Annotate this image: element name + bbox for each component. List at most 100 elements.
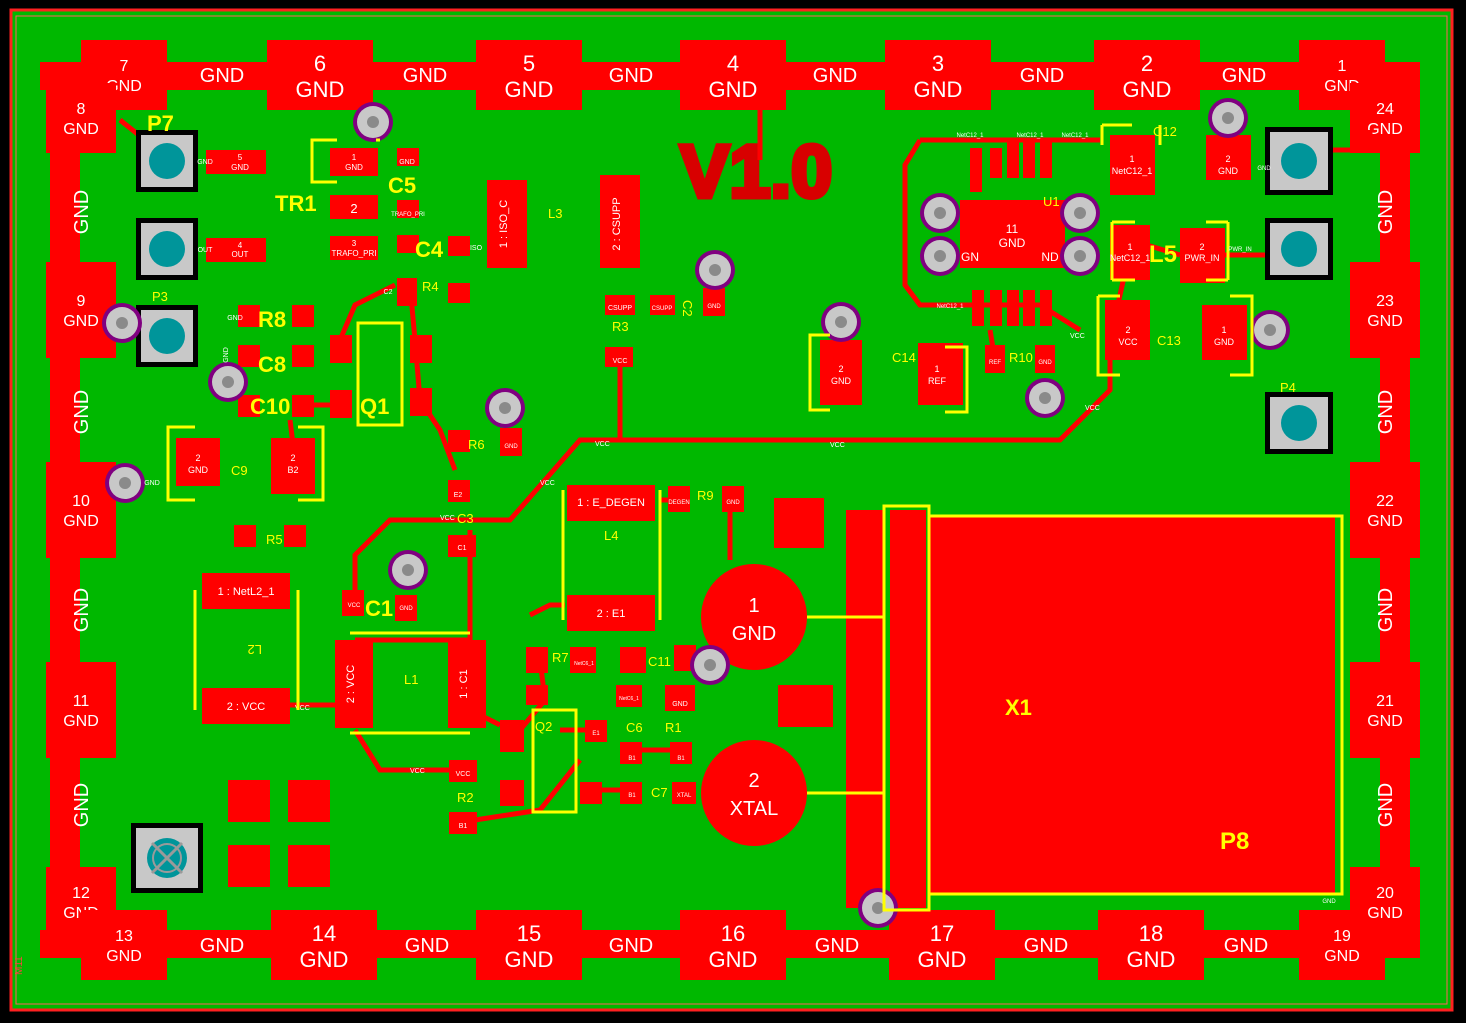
edge-pad-number: 5 — [523, 51, 535, 76]
edge-pad-net: GND — [63, 513, 99, 530]
des-r6: R6 — [468, 437, 485, 452]
edge-pad-number: 7 — [120, 58, 129, 75]
edge-pad-16 — [680, 910, 786, 980]
svg-text:GND: GND — [345, 163, 363, 172]
edge-pad-13 — [81, 910, 167, 980]
edge-pad-net: GND — [505, 77, 554, 102]
via-hole — [402, 564, 414, 576]
svg-text:NetC12_1: NetC12_1 — [1016, 133, 1044, 139]
edge-pad-number: 3 — [932, 51, 944, 76]
edge-pad-number: 20 — [1376, 885, 1394, 902]
svg-text:1: 1 — [934, 364, 939, 374]
xtal-round-pad — [701, 740, 807, 846]
ring-gnd-label: GND — [403, 65, 447, 87]
edge-pad-number: 14 — [312, 921, 336, 946]
des-x1: X1 — [1005, 695, 1032, 720]
gnd-round-pad — [701, 564, 807, 670]
via-hole — [1264, 324, 1276, 336]
edge-pad-group: 1GND2GND3GND4GND5GND6GND7GND8GND9GND10GN… — [46, 40, 1420, 980]
edge-pad-net: GND — [296, 77, 345, 102]
svg-text:1: 1 — [1127, 242, 1132, 252]
ring-gnd-label: GND — [1375, 783, 1397, 827]
svg-text:VCC: VCC — [440, 515, 455, 522]
svg-text:GND: GND — [223, 347, 230, 363]
svg-text:2: 2 — [350, 201, 357, 216]
des-c6: C6 — [626, 720, 643, 735]
svg-text:GND: GND — [999, 236, 1026, 250]
svg-text:B1: B1 — [677, 756, 685, 762]
edge-pad-number: 4 — [727, 51, 739, 76]
svg-text:1: 1 — [748, 595, 759, 617]
svg-text:ISO: ISO — [470, 245, 483, 252]
edge-pad-net: GND — [1123, 77, 1172, 102]
svg-text:GND: GND — [188, 465, 209, 475]
edge-pad-5 — [476, 40, 582, 110]
svg-text:1 : C1: 1 : C1 — [458, 669, 470, 698]
edge-pad-8 — [46, 83, 116, 153]
via-hole — [499, 402, 511, 414]
smd-pads — [176, 135, 1335, 908]
svg-text:1 : E_DEGEN: 1 : E_DEGEN — [577, 497, 645, 509]
via-hole — [1039, 392, 1051, 404]
via-hole — [934, 250, 946, 262]
svg-text:VCC: VCC — [1085, 405, 1100, 412]
svg-text:GND: GND — [732, 623, 776, 645]
svg-text:CSUPP: CSUPP — [652, 306, 673, 312]
edge-pad-23 — [1350, 262, 1420, 358]
des-r1: R1 — [665, 720, 682, 735]
svg-text:OUT: OUT — [198, 247, 214, 254]
edge-pad-21 — [1350, 662, 1420, 758]
svg-text:NetC12_1: NetC12_1 — [1061, 133, 1089, 139]
edge-pad-net: GND — [1324, 948, 1360, 965]
via-hole — [116, 317, 128, 329]
edge-pad-22 — [1350, 462, 1420, 558]
edge-pad-number: 12 — [72, 885, 90, 902]
svg-text:TRAFO_PRI: TRAFO_PRI — [332, 249, 377, 258]
ring-gnd-label: GND — [609, 65, 653, 87]
edge-pad-17 — [889, 910, 995, 980]
des-l2: L2 — [248, 642, 262, 657]
edge-pad-net: GND — [914, 77, 963, 102]
des-u1: U1 — [1043, 194, 1060, 209]
via-hole — [1222, 112, 1234, 124]
svg-text:2: 2 — [838, 364, 843, 374]
via-hole — [222, 376, 234, 388]
edge-pad-net: GND — [505, 947, 554, 972]
des-q1: Q1 — [360, 394, 389, 419]
svg-text:REF: REF — [989, 360, 1001, 366]
via-hole — [1074, 207, 1086, 219]
edge-pad-number: 21 — [1376, 693, 1394, 710]
svg-text:VCC: VCC — [595, 441, 610, 448]
svg-text:VCC: VCC — [1070, 333, 1085, 340]
ring-gnd-label: GND — [71, 390, 93, 434]
round-pads — [701, 564, 885, 846]
ring-gnd-label: GND — [200, 935, 244, 957]
svg-text:NetC12_1: NetC12_1 — [936, 304, 964, 310]
svg-text:GND: GND — [1038, 360, 1052, 366]
svg-text:GND: GND — [1322, 899, 1336, 905]
svg-text:E1: E1 — [592, 731, 600, 737]
des-c13: C13 — [1157, 333, 1181, 348]
des-r10: R10 — [1009, 350, 1033, 365]
des-c9: C9 — [231, 463, 248, 478]
svg-text:5: 5 — [238, 153, 243, 162]
svg-text:2: 2 — [290, 453, 295, 463]
svg-text:GND: GND — [231, 163, 249, 172]
edge-pad-number: 23 — [1376, 293, 1394, 310]
via-hole — [704, 659, 716, 671]
svg-text:GND: GND — [227, 315, 243, 322]
des-c14: C14 — [892, 350, 916, 365]
ring-gnd-label: GND — [1375, 190, 1397, 234]
svg-text:GND: GND — [672, 701, 688, 708]
svg-text:NetC6_1: NetC6_1 — [574, 661, 594, 667]
svg-text:GN: GN — [961, 250, 979, 264]
edge-pad-number: 1 — [1338, 58, 1347, 75]
des-p4: P4 — [1280, 380, 1296, 395]
svg-text:VCC: VCC — [295, 705, 310, 712]
des-l4: L4 — [604, 528, 618, 543]
svg-text:REF: REF — [928, 376, 947, 386]
des-r2: R2 — [457, 790, 474, 805]
des-c8: C8 — [258, 352, 286, 377]
edge-pad-3 — [885, 40, 991, 110]
